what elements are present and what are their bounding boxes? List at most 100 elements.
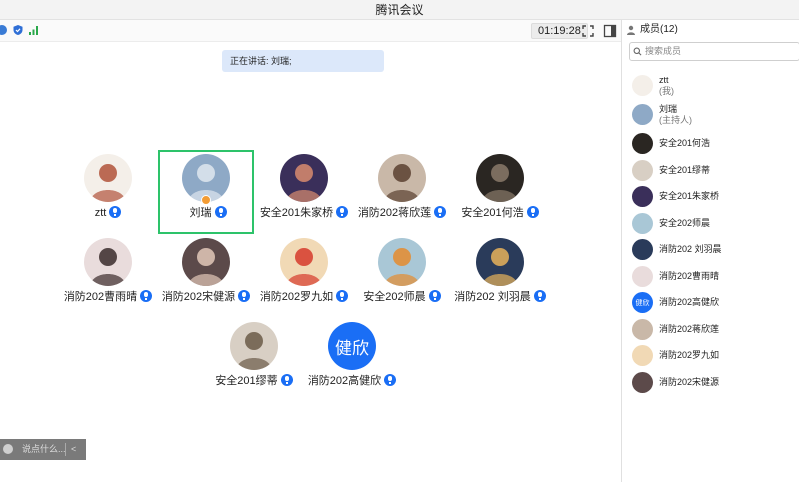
participant-tile[interactable]: 刘瑞 (158, 150, 254, 234)
participant-label: 刘瑞 (130, 206, 286, 220)
member-avatar (632, 371, 653, 393)
participant-name: 安全202师晨 (363, 291, 426, 303)
emoji-icon[interactable] (3, 444, 13, 454)
member-avatar (632, 159, 653, 181)
member-avatar (632, 345, 653, 366)
layout-toggle-icon[interactable] (602, 23, 618, 39)
member-name: 消防202曹雨晴 (659, 270, 720, 281)
participant-name: 安全201何浩 (461, 207, 524, 219)
meeting-toolbar: 01:19:28 (0, 20, 621, 42)
participant-label: 消防202罗九如 (226, 290, 382, 304)
participant-label: ztt (30, 206, 186, 220)
participant-tile[interactable]: 消防202 刘羽晨 (452, 234, 548, 318)
participant-avatar (84, 154, 132, 202)
participant-name: 消防202宋健源 (161, 291, 236, 303)
participant-name: 消防202曹雨晴 (63, 291, 138, 303)
microphone-icon[interactable] (280, 374, 293, 386)
participant-label: 消防202高健欣 (274, 374, 430, 388)
participant-tile[interactable]: 安全201缪蒂 (206, 318, 302, 402)
participant-avatar (280, 154, 328, 202)
microphone-icon[interactable] (434, 206, 447, 218)
microphone-icon[interactable] (238, 290, 251, 302)
member-row[interactable]: 消防202 刘羽晨 (632, 239, 798, 261)
member-row[interactable]: 安全202师晨 (632, 212, 798, 235)
participant-avatar (378, 154, 426, 202)
participant-name: ztt (94, 207, 107, 219)
active-speaker-banner: 正在讲话: 刘瑞; (222, 50, 384, 72)
chat-input-bar[interactable]: 说点什么... < (0, 439, 86, 460)
member-name: 消防202罗九如 (659, 350, 720, 360)
participant-avatar (378, 238, 426, 286)
microphone-icon[interactable] (140, 290, 153, 302)
member-avatar (632, 212, 653, 234)
member-role: (我) (659, 86, 674, 96)
member-row[interactable]: 安全201朱家桥 (632, 186, 798, 208)
lock-icon[interactable] (0, 24, 8, 36)
chat-input-placeholder[interactable]: 说点什么... (22, 444, 66, 454)
microphone-icon[interactable] (109, 206, 122, 218)
participant-avatar (280, 238, 328, 286)
participant-label: 安全201缪蒂 (176, 374, 332, 388)
member-name: 消防202蒋欣莲 (659, 323, 720, 334)
participant-tile[interactable]: 消防202曹雨晴 (60, 234, 156, 318)
member-name: 安全202师晨 (659, 217, 711, 228)
person-icon (627, 25, 635, 35)
member-row[interactable]: 消防202曹雨晴 (632, 265, 798, 288)
member-avatar (632, 104, 653, 125)
participant-tile[interactable]: 安全201朱家桥 (256, 150, 352, 234)
microphone-icon[interactable] (336, 206, 349, 218)
microphone-icon[interactable] (214, 206, 227, 218)
member-row[interactable]: 刘瑞(主持人) (632, 104, 798, 126)
microphone-icon[interactable] (428, 290, 441, 302)
participant-tile[interactable]: 安全202师晨 (354, 234, 450, 318)
member-avatar (632, 239, 653, 260)
member-row[interactable]: 安全201缪蒂 (632, 159, 798, 182)
participant-label: 消防202蒋欣莲 (324, 206, 480, 220)
participant-name: 消防202罗九如 (259, 291, 334, 303)
participant-avatar (476, 238, 524, 286)
participant-avatar (182, 238, 230, 286)
window-title: 腾讯会议 (0, 0, 799, 20)
member-name: ztt (659, 75, 669, 85)
participant-tile[interactable]: 消防202罗九如 (256, 234, 352, 318)
member-row[interactable]: 健欣消防202高健欣 (632, 292, 798, 314)
signal-icon[interactable] (28, 24, 40, 36)
microphone-icon[interactable] (526, 206, 539, 218)
microphone-icon[interactable] (336, 290, 349, 302)
participant-avatar: 健欣 (328, 322, 376, 370)
participant-name: 消防202蒋欣莲 (357, 207, 432, 219)
participant-name: 消防202高健欣 (307, 375, 382, 387)
member-search-input[interactable]: 搜索成员 (629, 42, 799, 61)
member-avatar (632, 133, 653, 154)
chat-collapse-icon[interactable]: < (71, 444, 77, 454)
participant-tile[interactable]: 健欣消防202高健欣 (304, 318, 400, 402)
member-name: 消防202 刘羽晨 (659, 244, 722, 254)
host-badge-icon (201, 195, 211, 205)
member-search-placeholder: 搜索成员 (645, 46, 682, 56)
participant-tile[interactable]: 消防202宋健源 (158, 234, 254, 318)
participant-name: 刘瑞 (189, 207, 212, 219)
member-row[interactable]: 消防202蒋欣莲 (632, 318, 798, 341)
microphone-icon[interactable] (384, 374, 397, 386)
shield-icon[interactable] (12, 24, 24, 36)
meeting-timer: 01:19:28 (531, 23, 588, 39)
participant-name: 消防202 刘羽晨 (454, 291, 531, 303)
member-role: (主持人) (659, 115, 692, 125)
fullscreen-icon[interactable] (580, 23, 596, 39)
participant-tile[interactable]: 消防202蒋欣莲 (354, 150, 450, 234)
participant-tile[interactable]: ztt (60, 150, 156, 234)
member-name: 消防202宋健源 (659, 376, 720, 387)
member-row[interactable]: ztt(我) (632, 75, 798, 97)
member-row[interactable]: 安全201何浩 (632, 133, 798, 155)
member-avatar (632, 186, 653, 207)
microphone-icon[interactable] (533, 290, 546, 302)
member-row[interactable]: 消防202宋健源 (632, 371, 798, 394)
member-name: 刘瑞 (659, 104, 678, 114)
member-name: 安全201缪蒂 (659, 164, 711, 175)
participant-label: 消防202曹雨晴 (30, 290, 186, 304)
participant-label: 安全201何浩 (422, 206, 578, 220)
participant-label: 消防202宋健源 (128, 290, 284, 304)
member-row[interactable]: 消防202罗九如 (632, 345, 798, 367)
participant-tile[interactable]: 安全201何浩 (452, 150, 548, 234)
participant-name: 安全201朱家桥 (259, 207, 334, 219)
